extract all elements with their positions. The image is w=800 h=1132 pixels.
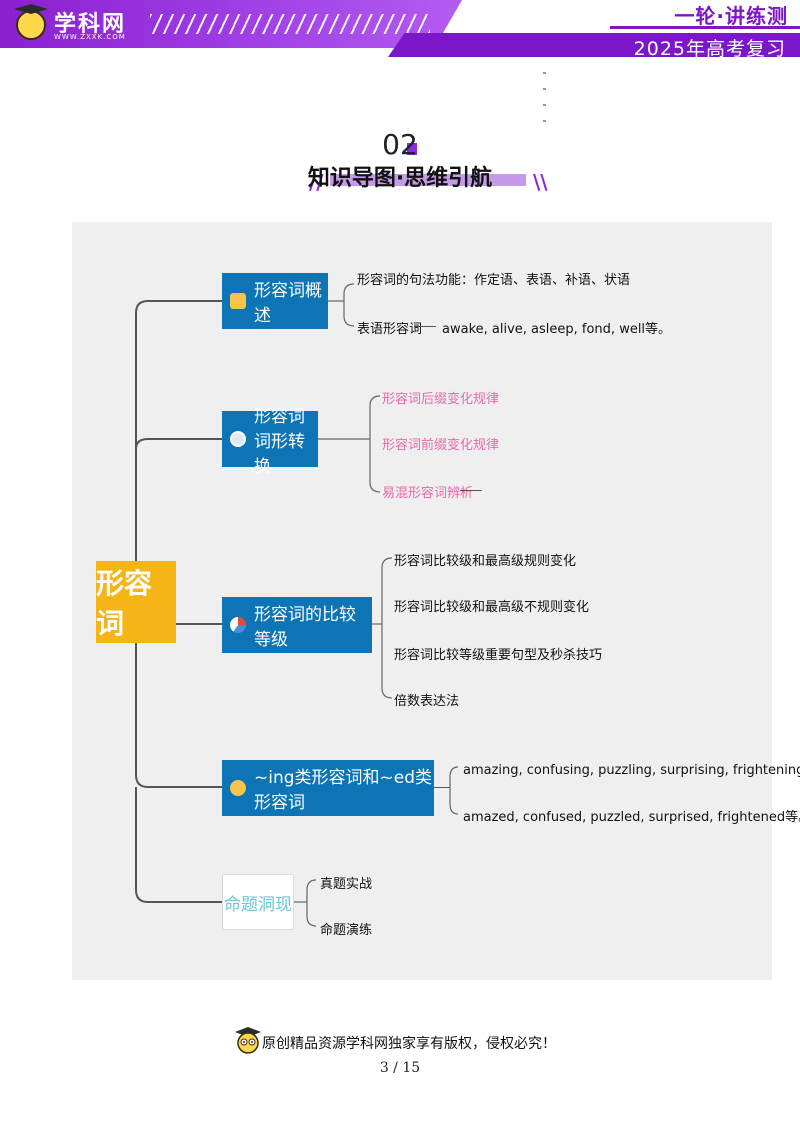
mindmap-panel (72, 222, 772, 980)
node-label: 形容词词形转换 (254, 406, 305, 477)
section-title-highlight (330, 174, 526, 186)
header-line (610, 26, 800, 29)
graduation-cap-icon (14, 4, 48, 14)
leaf-comparison-patterns: 形容词比较等级重要句型及秒杀技巧 (394, 648, 603, 663)
leaf-mock-practice: 命题演练 (320, 923, 373, 938)
slash-decoration-right: \\ (533, 170, 548, 194)
node-label: 形容词的比较等级 (254, 605, 356, 650)
series-title: 一轮·讲练测 (674, 4, 788, 28)
leaf-regular-comparison: 形容词比较级和最高级规则变化 (394, 554, 577, 569)
node-label: ~ing类形容词和~ed类形容词 (254, 768, 433, 813)
target-icon (230, 431, 246, 447)
logo-url: WWW.ZXXK.COM (54, 33, 126, 41)
copyright-notice: 原创精品资源学科网独家享有版权，侵权必究！ (262, 1036, 556, 1052)
leaf-dash (460, 490, 482, 491)
node-degrees-of-comparison[interactable]: 形容词的比较等级 (222, 597, 372, 653)
section-title: 知识导图·思维引航 (307, 166, 493, 191)
leaf-real-exam-practice: 真题实战 (320, 877, 373, 892)
section-number: 02 (382, 128, 418, 161)
header-bottom-bar (388, 33, 800, 57)
logo-text: 学科网 (54, 12, 127, 37)
pie-chart-icon (230, 617, 246, 633)
leaf-dash (414, 326, 436, 327)
leaf-confusable-adjectives: 易混形容词辨析 (382, 486, 474, 501)
node-ing-ed-adjectives[interactable]: ~ing类形容词和~ed类形容词 (222, 760, 434, 816)
node-label: 形容词概述 (254, 281, 322, 326)
book-icon (230, 293, 246, 309)
leaf-ed-examples: amazed, confused, puzzled, surprised, fr… (463, 810, 800, 825)
leaf-dash (434, 787, 450, 788)
leaf-ing-examples: amazing, confusing, puzzling, surprising… (463, 763, 800, 778)
leaf-predicative-examples: awake, alive, asleep, fond, well等。 (442, 322, 672, 337)
node-adjective-overview[interactable]: 形容词概述 (222, 273, 328, 329)
root-node: 形容词 (96, 561, 176, 643)
leaf-predicative-adjective: 表语形容词 (357, 322, 423, 337)
leaf-suffix-rules: 形容词后缀变化规律 (382, 392, 500, 407)
slash-decoration-left: // (309, 170, 324, 194)
dotted-divider (543, 72, 546, 128)
header-stripes (150, 14, 430, 34)
node-word-form-conversion[interactable]: 形容词词形转换 (222, 407, 318, 477)
section-number-mark (407, 143, 417, 155)
leaf-irregular-comparison: 形容词比较级和最高级不规则变化 (394, 600, 590, 615)
leaf-syntactic-function: 形容词的句法功能：作定语、表语、补语、状语 (357, 273, 631, 288)
mascot-icon (235, 1027, 261, 1054)
leaf-multiple-expressions: 倍数表达法 (394, 694, 460, 709)
page-number: 3 / 15 (379, 1060, 421, 1076)
site-logo[interactable]: 学科网 WWW.ZXXK.COM (14, 4, 156, 44)
leaf-prefix-rules: 形容词前缀变化规律 (382, 438, 500, 453)
node-exam-insight[interactable]: 命题洞现 (222, 874, 294, 930)
year-label: 2025年高考复习 (633, 38, 786, 60)
flag-icon (230, 780, 246, 796)
